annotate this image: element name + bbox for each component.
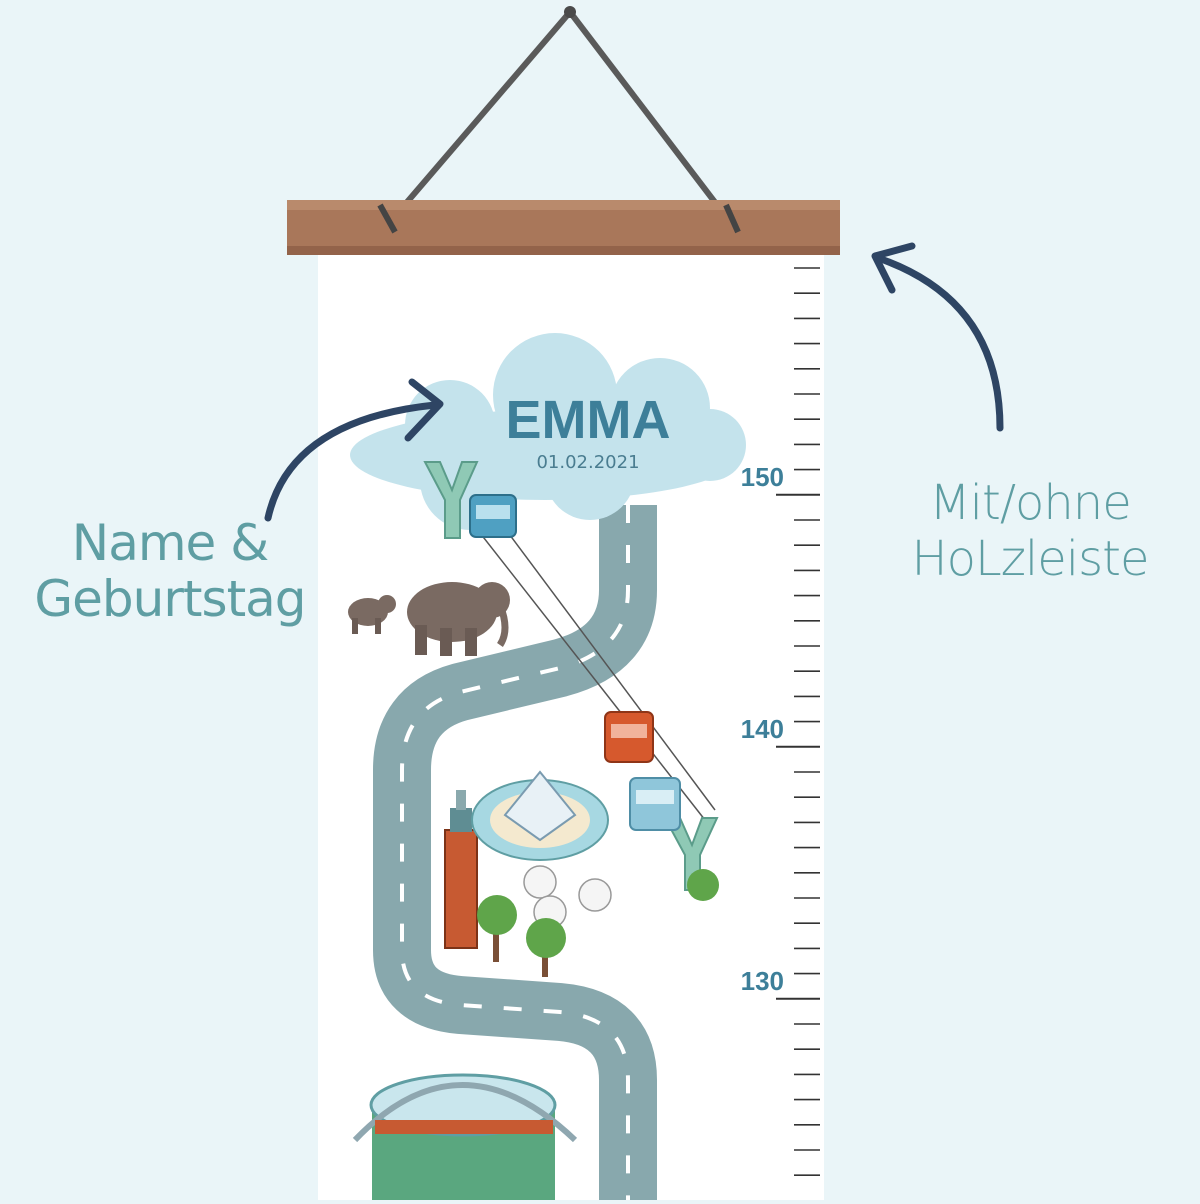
gondola-blue-top bbox=[469, 494, 517, 538]
elephant-large bbox=[407, 582, 510, 656]
callout-right-line-2: HoLzleiste bbox=[911, 531, 1150, 587]
bush bbox=[687, 869, 719, 901]
callout-left-line-1: Name & bbox=[71, 514, 269, 572]
wooden-bar bbox=[287, 200, 840, 255]
ruler-label-140: 140 bbox=[740, 714, 784, 744]
callout-right-line-1: Mit/ohne bbox=[929, 475, 1131, 531]
letter-y-top bbox=[423, 461, 479, 539]
tree-right bbox=[526, 918, 566, 977]
ruler-label-130: 130 bbox=[740, 966, 784, 996]
stadium bbox=[352, 1073, 578, 1200]
child-birthday: 01.02.2021 bbox=[536, 452, 639, 473]
ruler-ticks bbox=[776, 267, 820, 1176]
arrow-to-name bbox=[264, 378, 444, 522]
callout-name-birthday: Name & Geburtstag bbox=[30, 515, 310, 627]
letter-y-bottom bbox=[663, 817, 719, 891]
elephant-small bbox=[348, 595, 396, 634]
tower bbox=[444, 790, 478, 949]
hanging-cord bbox=[387, 6, 733, 224]
road bbox=[373, 505, 657, 1204]
ruler-label-150: 150 bbox=[740, 462, 784, 492]
gondola-orange bbox=[604, 711, 654, 763]
callout-left-line-2: Geburtstag bbox=[34, 570, 306, 628]
gondola-blue-bottom bbox=[629, 777, 681, 831]
arrow-to-wood bbox=[871, 242, 1004, 432]
child-name: EMMA bbox=[506, 390, 671, 450]
tree-left bbox=[477, 895, 517, 962]
cable-car-lines bbox=[461, 494, 716, 821]
callout-wooden-bar: Mit/ohne HoLzleiste bbox=[905, 475, 1155, 587]
umbrellas bbox=[523, 865, 612, 929]
pavilion bbox=[471, 770, 609, 861]
